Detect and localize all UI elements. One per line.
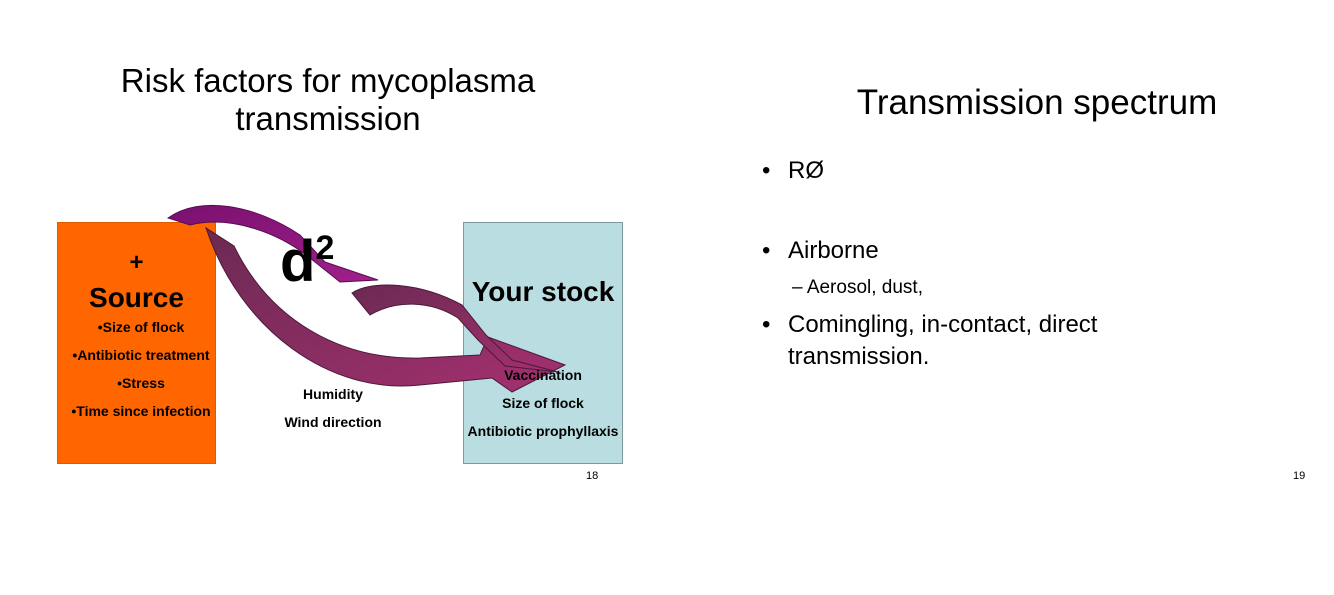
bullet-item: • RØ (762, 155, 824, 187)
stock-factor: Antibiotic prophyllaxis (463, 422, 623, 440)
page-number: 18 (586, 469, 598, 483)
bullet-marker: • (762, 235, 770, 267)
environment-factor-list: Humidity Wind direction (258, 385, 408, 441)
environment-factor: Wind direction (258, 413, 408, 431)
stock-factor: Size of flock (463, 394, 623, 412)
bullet-item: • Airborne (762, 235, 879, 267)
bullet-marker: • (762, 309, 770, 341)
bullet-text: RØ (788, 155, 824, 187)
stock-factor: Vaccination (463, 366, 623, 384)
page-number: 19 (1293, 469, 1305, 483)
stock-factor-list: Vaccination Size of flock Antibiotic pro… (463, 366, 623, 450)
sub-bullet-marker: – (792, 277, 803, 298)
slide-risk-factors: Risk factors for mycoplasma transmission… (0, 0, 667, 595)
sub-bullet-text: Aerosol, dust, (807, 277, 923, 298)
plus-sign: + (57, 250, 216, 276)
slide-title: Transmission spectrum (817, 82, 1257, 124)
stock-label: Your stock (463, 275, 623, 309)
bullet-item: • Comingling, in-contact, direct transmi… (762, 309, 1162, 373)
source-label: Source (57, 282, 216, 314)
source-factor: •Size of flock (66, 318, 216, 336)
distance-squared-label: d2 (280, 218, 334, 292)
bullet-marker: • (762, 155, 770, 187)
sub-bullet-item: – Aerosol, dust, (792, 276, 923, 300)
bullet-text: Airborne (788, 235, 879, 267)
source-factor: •Time since infection (66, 402, 216, 420)
environment-factor: Humidity (258, 385, 408, 403)
source-factor: •Stress (66, 374, 216, 392)
source-factor-list: •Size of flock •Antibiotic treatment •St… (66, 318, 216, 430)
bullet-text: Comingling, in-contact, direct transmiss… (788, 309, 1162, 373)
source-factor: •Antibiotic treatment (66, 346, 216, 364)
slide-transmission-spectrum: Transmission spectrum • RØ • Airborne – … (667, 0, 1334, 595)
